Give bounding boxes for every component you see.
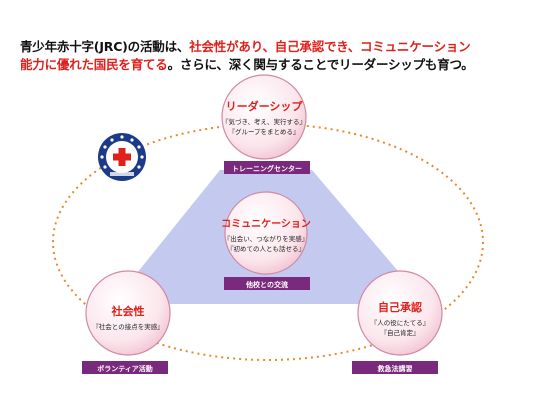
- label-training-center: トレーニングセンター: [224, 161, 310, 174]
- label-first-aid-training-text: 救急法講習: [378, 364, 413, 373]
- node-self-approval-line2: 『自己肯定』: [381, 328, 420, 337]
- node-leadership-title: リーダーシップ: [226, 99, 304, 113]
- label-volunteer-activities: ボランティア活動: [82, 361, 168, 374]
- headline-part3: 能力に優れた国民を育てる: [20, 57, 168, 72]
- node-communication-line1: 『出会い、つながりを実感』: [224, 234, 309, 243]
- orbit-ring: [52, 123, 484, 361]
- node-self-approval-line1: 『人の役にたてる』: [371, 318, 430, 327]
- headline: 青少年赤十字(JRC)の活動は、社会性があり、自己承認でき、コミュニケーション …: [20, 38, 520, 74]
- node-leadership-line1: 『気づき、考え、実行する』: [222, 117, 306, 126]
- headline-part4: 。さらに、深く関与することでリーダーシップも育つ。: [167, 57, 474, 72]
- label-inter-school-exchange: 他校との交流: [224, 277, 310, 290]
- red-cross-emblem-icon: [98, 133, 146, 181]
- node-communication-line2: 『初めての人とも話せる』: [227, 244, 305, 253]
- node-leadership-line2: 『グループをまとめる』: [228, 127, 299, 136]
- label-training-center-text: トレーニングセンター: [232, 164, 302, 173]
- node-sociality: 社会性 『社会との接点を実感』: [85, 270, 171, 356]
- node-leadership: リーダーシップ 『気づき、考え、実行する』 『グループをまとめる』: [221, 74, 307, 160]
- node-self-approval-title: 自己承認: [378, 300, 422, 314]
- node-self-approval: 自己承認 『人の役にたてる』 『自己肯定』: [357, 270, 443, 356]
- node-communication: コミュニケーション 『出会い、つながりを実感』 『初めての人とも話せる』: [221, 191, 311, 275]
- node-sociality-title: 社会性: [111, 304, 145, 318]
- label-volunteer-activities-text: ボランティア活動: [97, 364, 153, 373]
- label-inter-school-exchange-text: 他校との交流: [245, 280, 288, 289]
- node-sociality-line1: 『社会との接点を実感』: [92, 322, 163, 331]
- headline-part1: 青少年赤十字(JRC)の活動は、: [20, 39, 190, 54]
- label-first-aid-training: 救急法講習: [352, 361, 438, 374]
- node-communication-title: コミュニケーション: [221, 218, 311, 230]
- headline-part2: 社会性があり、自己承認でき、コミュニケーション: [189, 39, 471, 54]
